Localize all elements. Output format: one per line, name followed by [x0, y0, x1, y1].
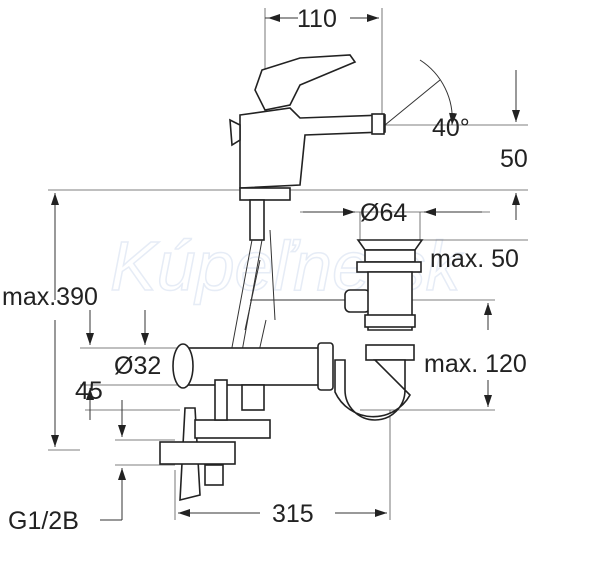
dim-total-height: max.390	[2, 283, 98, 311]
faucet-body	[239, 107, 386, 189]
dimension-lines	[51, 14, 520, 521]
dim-pipe-diameter: Ø32	[114, 352, 161, 380]
dim-drain-height: max. 50	[430, 245, 519, 273]
faucet-lever	[254, 54, 357, 111]
faucet-base	[239, 187, 291, 201]
drain-assembly	[172, 239, 424, 421]
siphon-trap	[334, 359, 411, 421]
supply-valves	[159, 379, 271, 502]
drain-pipe	[179, 347, 321, 386]
dim-lever-angle: 40°	[432, 114, 470, 142]
dim-thread: G1/2B	[8, 507, 79, 535]
dim-trap-height: max. 120	[424, 350, 527, 378]
spout-aerator	[371, 113, 385, 135]
faucet	[224, 54, 386, 393]
pop-up-knob	[229, 118, 241, 147]
dim-drain-diameter: Ø64	[360, 199, 407, 227]
dim-spout-reach: 110	[297, 5, 337, 33]
dim-connection-offset: 45	[75, 377, 103, 405]
dim-wall-distance: 315	[272, 500, 314, 528]
pop-up-plug	[356, 239, 424, 251]
dim-spout-height: 50	[500, 145, 528, 173]
